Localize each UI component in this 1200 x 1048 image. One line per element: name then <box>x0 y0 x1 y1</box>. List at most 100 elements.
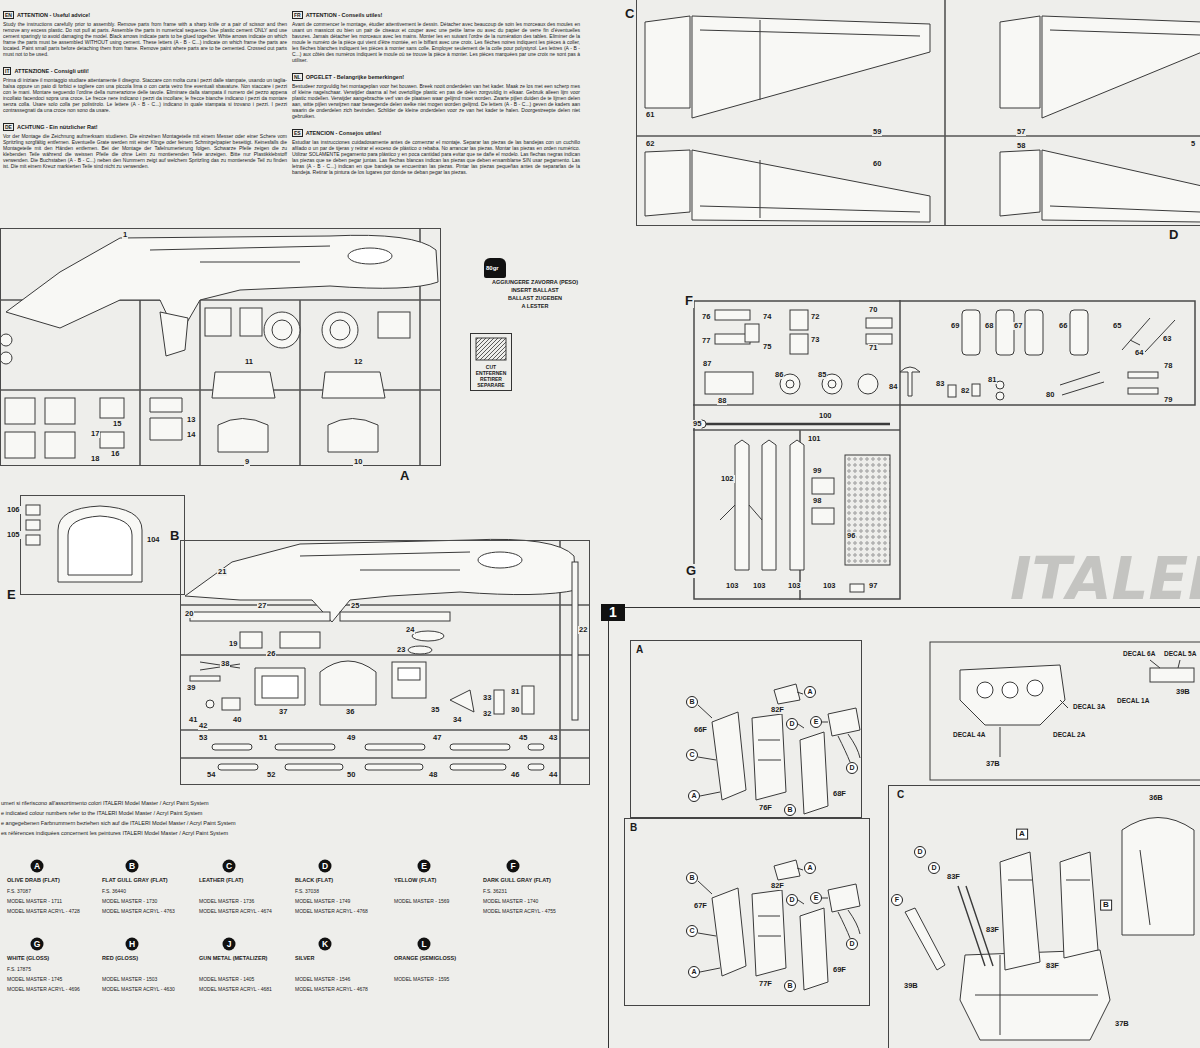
part-number: 58 <box>1016 142 1026 150</box>
part-number: 39 <box>186 684 196 692</box>
section-heading: ACHTUNG - Ein nützlicher Rat! <box>17 124 98 131</box>
part-number: 57 <box>1016 128 1026 136</box>
paint-name: ORANGE (SEMIGLOSS) <box>394 955 456 961</box>
paint-reference: F.S. 37087 <box>7 889 31 895</box>
part-number: 36 <box>345 708 355 716</box>
part-number: 82 <box>960 387 970 395</box>
part-number: 68 <box>984 322 994 330</box>
part-number: 38 <box>220 660 230 668</box>
subassembly-letter: B <box>1100 900 1112 911</box>
paint-reference: F.S. 36440 <box>102 889 126 895</box>
part-number: 103 <box>725 582 740 590</box>
callout-letter: D <box>846 938 858 950</box>
part-number: 64 <box>1134 349 1144 357</box>
part-number: 106 <box>6 506 21 514</box>
paint-name: LEATHER (FLAT) <box>199 877 243 883</box>
language-code: ES <box>292 129 303 137</box>
paint-code: D <box>319 860 332 873</box>
paint-reference: MODEL MASTER - 1749 <box>295 899 350 905</box>
node-label: B <box>169 529 180 543</box>
language-code: FR <box>292 11 303 19</box>
sprue-frame: B <box>180 540 590 785</box>
paint-code: A <box>31 860 44 873</box>
paint-reference: MODEL MASTER - 1736 <box>199 899 254 905</box>
ballast-note: AGGIUNGERE ZAVORRA (PESO) <box>492 279 578 285</box>
part-number: 11 <box>244 358 254 366</box>
callout-letter: B <box>686 872 698 884</box>
callout-letter: A <box>804 686 816 698</box>
part-number: 105 <box>6 531 21 539</box>
callout-letter: B <box>686 696 698 708</box>
part-number: 67 <box>1013 322 1023 330</box>
subassembly-panel: A <box>630 640 862 818</box>
instruction-text: Avant de commencer le montage, étudier a… <box>292 21 580 63</box>
paint-reference: MODEL MASTER ACRYL - 4763 <box>102 909 175 915</box>
section-heading: ATTENTION - Useful advice! <box>17 12 90 19</box>
part-number: 83F <box>946 873 961 881</box>
paint-reference: MODEL MASTER - 1503 <box>102 977 157 983</box>
part-number: 23 <box>396 646 406 654</box>
part-number: 44 <box>548 771 558 779</box>
part-number: 104 <box>146 536 161 544</box>
part-number: 79 <box>1163 396 1173 404</box>
callout-letter: C <box>686 925 698 937</box>
node-label: 80gr <box>486 265 499 272</box>
part-number: 71 <box>868 344 878 352</box>
language-code: IT <box>3 67 11 75</box>
paint-name: FLAT GULL GRAY (FLAT) <box>102 877 168 883</box>
decal-number: DECAL 2A <box>1052 731 1086 738</box>
part-number: 84 <box>888 383 898 391</box>
part-number: 21 <box>217 568 227 576</box>
part-number: 53 <box>198 734 208 742</box>
part-number: 14 <box>186 431 196 439</box>
paint-code: B <box>126 860 139 873</box>
part-number: 48 <box>428 771 438 779</box>
callout-letter: D <box>846 762 858 774</box>
part-number: 19 <box>228 640 238 648</box>
paint-code: C <box>223 860 236 873</box>
heading-row: FRATTENTION - Conseils utiles! <box>292 3 580 21</box>
part-number: 40 <box>232 716 242 724</box>
cut-symbol-box: CUT ENTFERNEN RETIRER SEPARARE <box>470 333 512 391</box>
decal-number: DECAL 5A <box>1163 650 1197 657</box>
part-number: 25 <box>350 602 360 610</box>
heading-row: ENATTENTION - Useful advice! <box>3 3 287 21</box>
node-label: D <box>1168 228 1179 242</box>
paint-reference: MODEL MASTER - 1546 <box>295 977 350 983</box>
part-number: 51 <box>258 734 268 742</box>
part-number: 78 <box>1163 362 1173 370</box>
part-number: 70 <box>868 306 878 314</box>
paint-name: YELLOW (FLAT) <box>394 877 436 883</box>
callout-letter: E <box>810 892 822 904</box>
part-number: 46 <box>510 771 520 779</box>
paint-reference: F.S. 36231 <box>483 889 507 895</box>
heading-row: NLOPGELET - Belangrijke bemerkingen! <box>292 65 580 83</box>
part-number: 98 <box>812 497 822 505</box>
part-number: 67F <box>693 902 708 910</box>
paint-note: es références indiquées concernent les p… <box>1 830 228 836</box>
section-heading: ATENCION - Consejos utiles! <box>306 130 382 137</box>
paint-reference: MODEL MASTER - 1745 <box>7 977 62 983</box>
part-number: 83 <box>935 380 945 388</box>
part-number: 32 <box>482 710 492 718</box>
part-number: 68F <box>832 790 847 798</box>
part-number: 34 <box>452 716 462 724</box>
decal-number: DECAL 3A <box>1072 703 1106 710</box>
sprue-frame: A <box>0 228 441 466</box>
part-number: 43 <box>548 734 558 742</box>
paint-code: L <box>418 938 431 951</box>
part-number: 102 <box>720 475 735 483</box>
callout-letter: E <box>810 716 822 728</box>
part-number: 103 <box>822 582 837 590</box>
callout-letter: A <box>804 862 816 874</box>
ballast-note: A LESTER <box>522 303 549 309</box>
part-number: 101 <box>807 435 822 443</box>
language-code: NL <box>292 73 303 81</box>
node-label: F <box>684 294 694 308</box>
callout-letter: D <box>786 718 798 730</box>
part-number: 97 <box>868 582 878 590</box>
callout-letter: B <box>784 804 796 816</box>
text-column: ENATTENTION - Useful advice!Study the in… <box>3 1 287 169</box>
paint-reference: MODEL MASTER ACRYL - 4681 <box>199 987 272 993</box>
part-number: 30 <box>510 706 520 714</box>
